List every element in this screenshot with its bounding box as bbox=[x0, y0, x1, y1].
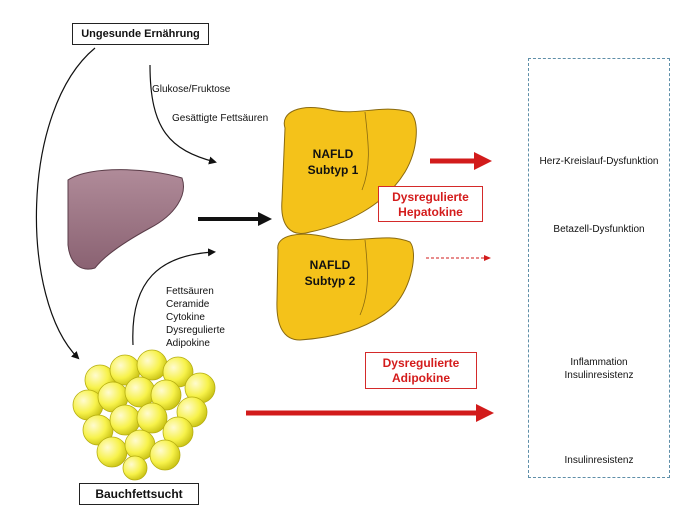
outcomes-panel bbox=[528, 58, 670, 478]
diet-box: Ungesunde Ernährung bbox=[72, 23, 209, 45]
hepatokines-line1: Dysregulierte bbox=[392, 190, 469, 204]
adipose-factor-list: Fettsäuren Ceramide Cytokine Dysregulier… bbox=[166, 285, 225, 350]
outcome-inflammation-line2: Insulinresistenz bbox=[564, 369, 634, 381]
diet-factor-glucose: Glukose/Fruktose bbox=[152, 84, 231, 95]
diet-label: Ungesunde Ernährung bbox=[81, 28, 200, 40]
adipose-factor: Cytokine bbox=[166, 312, 205, 323]
arrow-diet-to-obesity bbox=[35, 47, 96, 360]
nafld2-label: NAFLD Subtyp 2 bbox=[295, 258, 365, 289]
hepatokines-line2: Hepatokine bbox=[398, 205, 463, 219]
adipose-factor: Ceramide bbox=[166, 299, 210, 310]
nafld1-label: NAFLD Subtyp 1 bbox=[298, 147, 368, 178]
nafld2-subtype: Subtyp 2 bbox=[304, 273, 356, 288]
adipokines-line1: Dysregulierte bbox=[382, 356, 460, 370]
adipokines-line2: Adipokine bbox=[391, 371, 450, 385]
adipose-factor: Adipokine bbox=[166, 338, 210, 349]
abdominal-fat-icon bbox=[72, 349, 216, 481]
obesity-label: Bauchfettsucht bbox=[95, 487, 183, 501]
nafld2-liver-icon bbox=[276, 233, 414, 341]
outcome-muscle: Insulinresistenz bbox=[564, 455, 634, 466]
adipokines-box: Dysregulierte Adipokine bbox=[365, 352, 477, 389]
diet-factor-fatty-acids: Gesättigte Fettsäuren bbox=[172, 113, 269, 124]
adipose-factor: Dysregulierte bbox=[166, 325, 225, 336]
arrow-diet-to-nafld bbox=[149, 64, 217, 165]
outcome-inflammation-line1: Inflammation bbox=[570, 357, 628, 368]
hepatokines-box: Dysregulierte Hepatokine bbox=[378, 186, 483, 222]
outcome-cardio: Herz-Kreislauf-Dysfunktion bbox=[539, 156, 659, 167]
healthy-liver-icon bbox=[67, 169, 184, 270]
nafld1-subtype: Subtyp 1 bbox=[307, 162, 359, 177]
arrow-fat-to-nafld bbox=[132, 248, 216, 346]
outcome-inflammation: Inflammation Insulinresistenz bbox=[528, 357, 670, 382]
nafld1-liver-icon bbox=[281, 107, 417, 234]
adipose-factor: Fettsäuren bbox=[166, 286, 214, 297]
nafld1-title: NAFLD bbox=[312, 147, 354, 161]
nafld2-title: NAFLD bbox=[309, 258, 351, 272]
obesity-box: Bauchfettsucht bbox=[79, 483, 199, 505]
outcome-beta: Betazell-Dysfunktion bbox=[553, 224, 645, 235]
